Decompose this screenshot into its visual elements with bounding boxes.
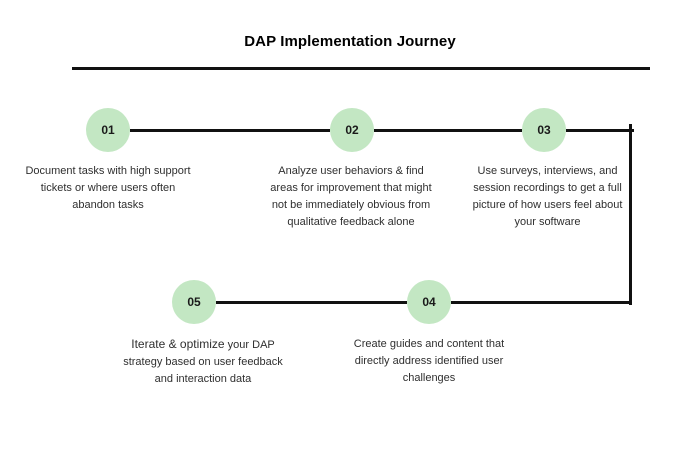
step-text-02: Analyze user behaviors & find areas for … [270,165,432,228]
connector-02-to-03 [374,129,522,132]
step-number-01: 01 [101,123,115,137]
step-circle-02[interactable]: 02 [330,108,374,152]
step-circle-03[interactable]: 03 [522,108,566,152]
step-text-05-body: your DAP strategy based on user feedback… [123,339,283,385]
step-circle-01[interactable]: 01 [86,108,130,152]
step-number-05: 05 [187,295,201,309]
step-number-03: 03 [537,123,551,137]
connector-03-to-elbow [566,129,634,132]
step-circle-05[interactable]: 05 [172,280,216,324]
connector-01-to-02 [130,129,330,132]
step-text-04: Create guides and content that directly … [353,338,505,384]
connector-elbow-to-04 [451,301,632,304]
connector-vertical-right [629,124,632,305]
step-text-03: Use surveys, interviews, and session rec… [472,165,623,228]
step-text-05: Iterate & optimize your DAP strategy bas… [117,336,289,388]
page-title: DAP Implementation Journey [244,33,456,50]
step-circle-04[interactable]: 04 [407,280,451,324]
connector-04-to-05 [216,301,407,304]
step-number-02: 02 [345,123,359,137]
title-divider [72,67,650,70]
step-number-04: 04 [422,295,436,309]
step-text-01: Document tasks with high support tickets… [25,165,191,211]
step-text-05-lead: Iterate & optimize [131,337,225,351]
